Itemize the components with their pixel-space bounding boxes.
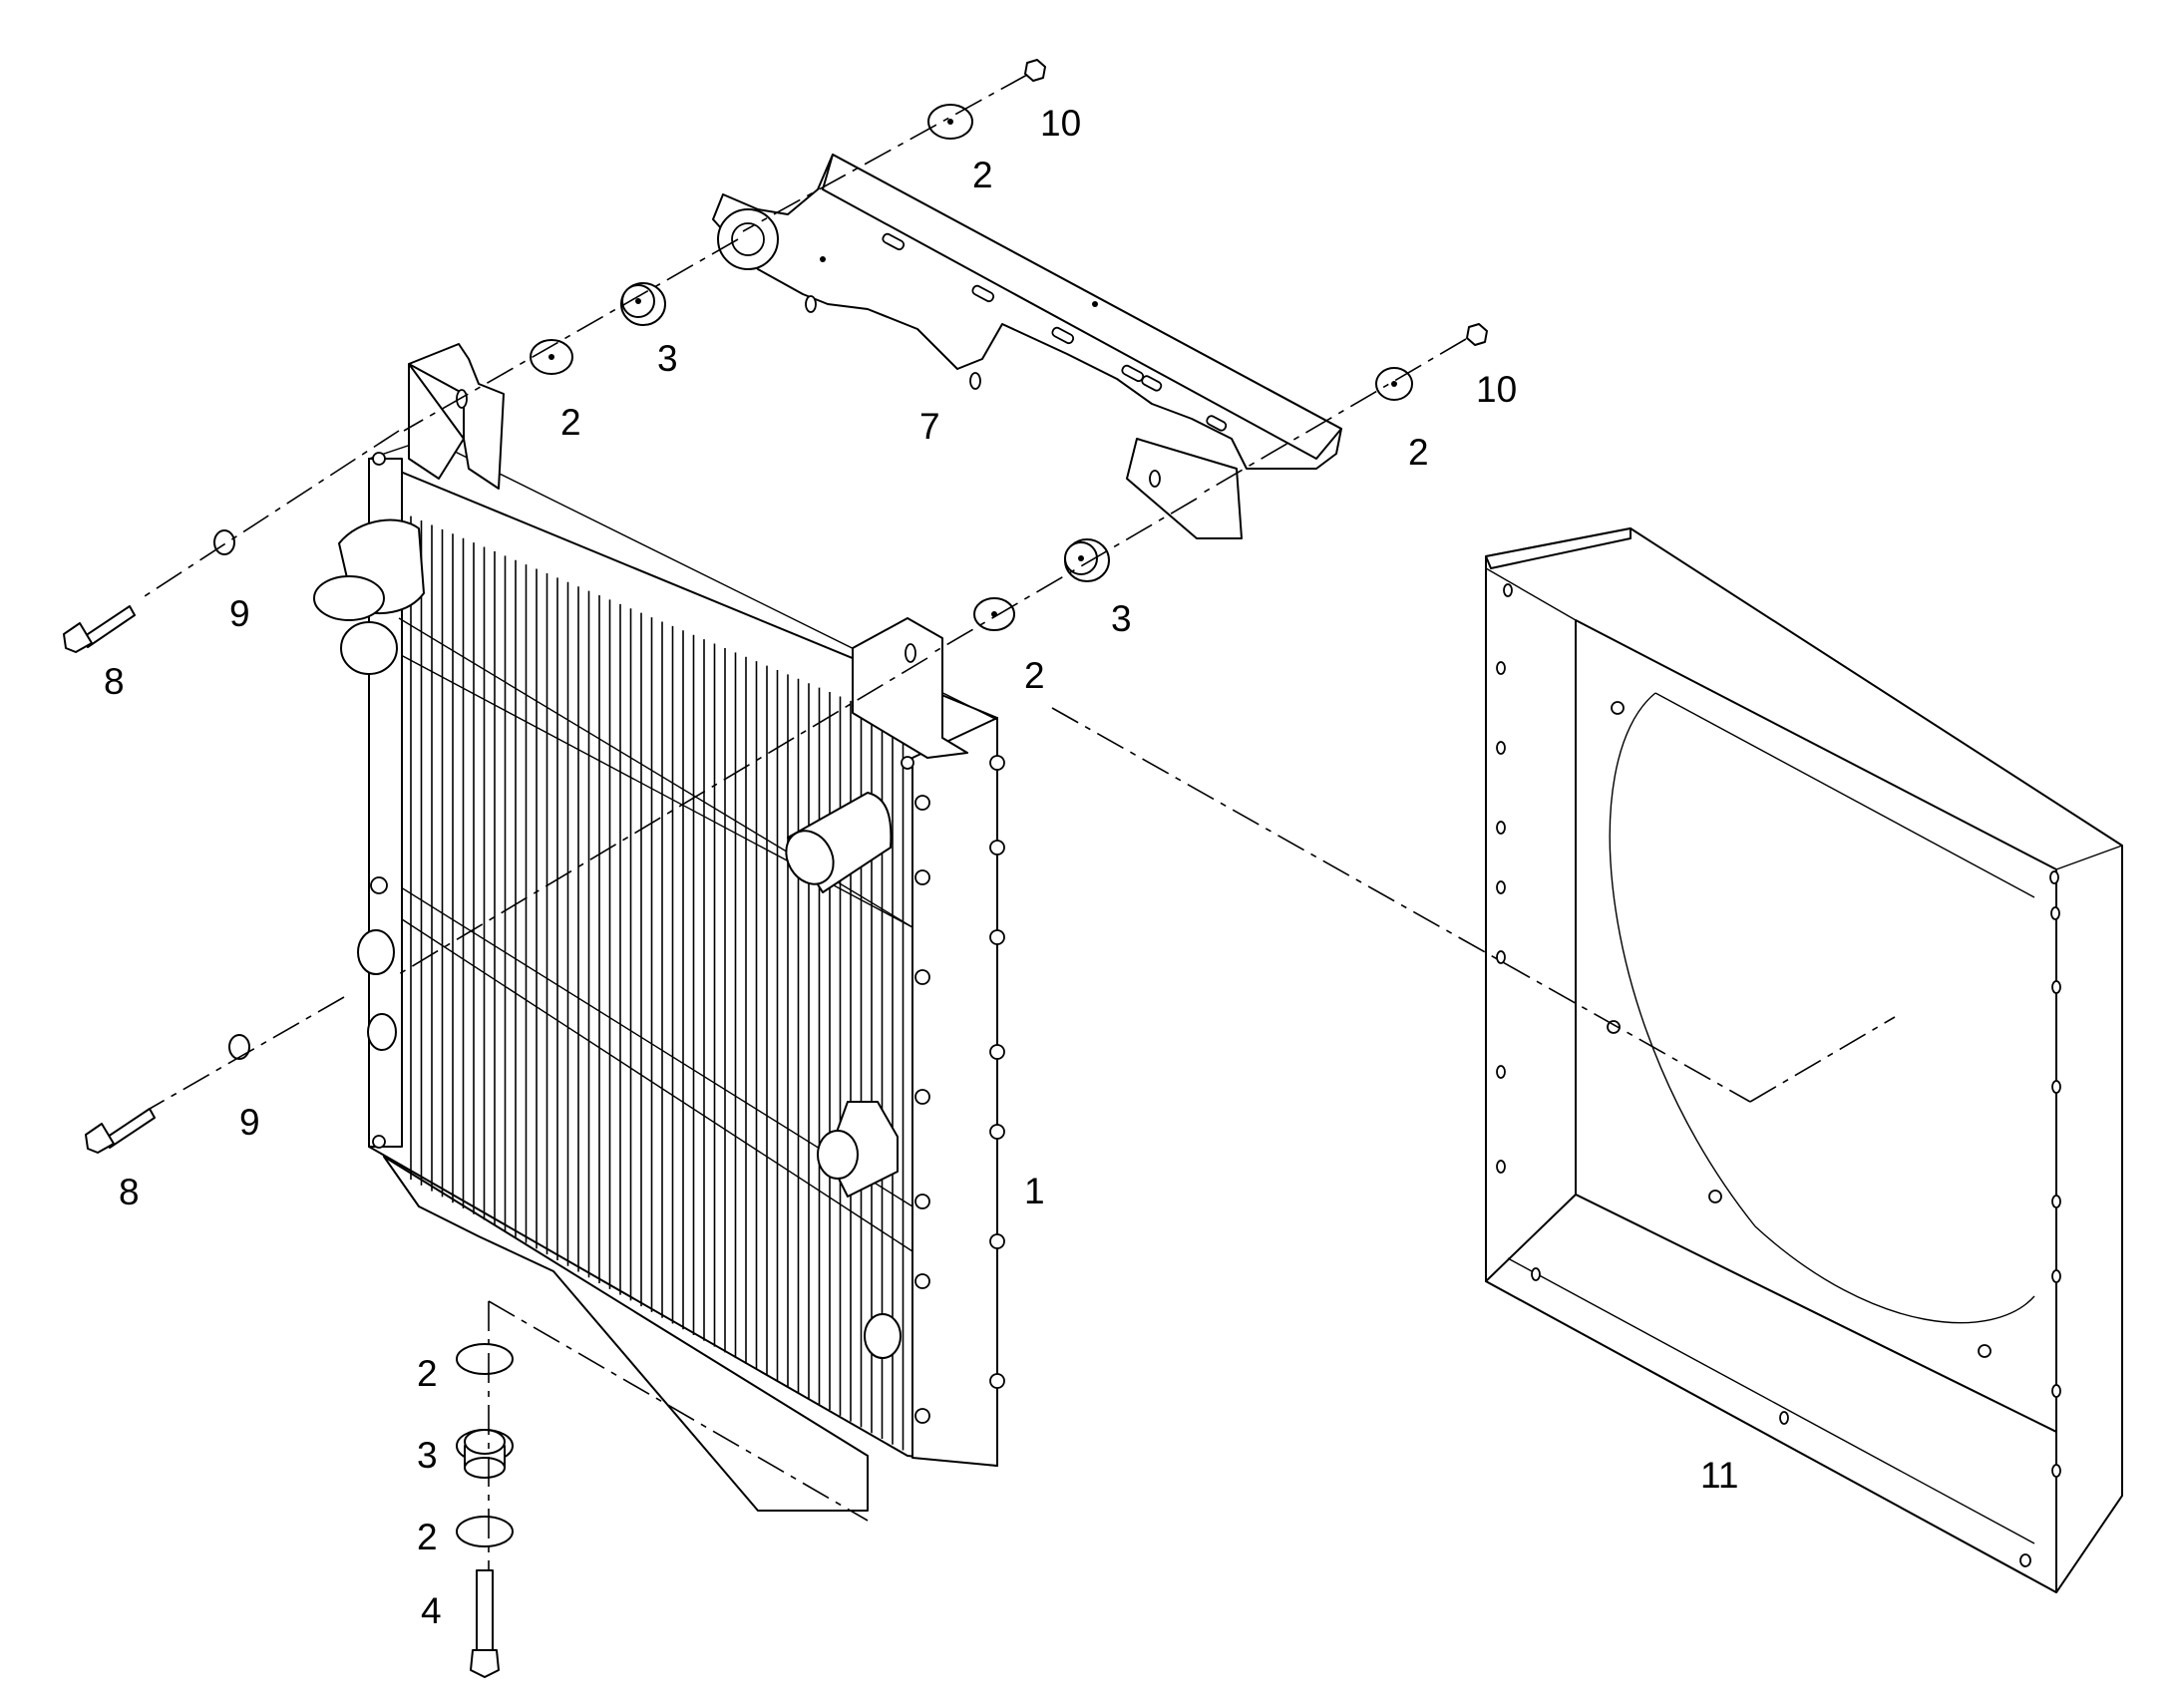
- washer-9-lower: [228, 1034, 250, 1060]
- callout-2: 2: [560, 402, 581, 443]
- callout-2: 2: [1024, 655, 1045, 696]
- callout-9: 9: [239, 1102, 260, 1143]
- fan-shroud: [1485, 527, 2123, 1593]
- side-bolts: [372, 452, 1005, 1424]
- bolt-8-lower: [85, 1108, 156, 1154]
- rubber-mount-right: [1064, 538, 1110, 582]
- callout-10: 10: [1040, 103, 1081, 144]
- callout-2: 2: [417, 1517, 438, 1557]
- callout-8: 8: [104, 661, 125, 702]
- side-port: [357, 876, 397, 1051]
- callout-3: 3: [657, 338, 678, 379]
- bolt-4: [470, 1569, 500, 1678]
- callout-8: 8: [119, 1172, 140, 1212]
- shroud-holes: [1496, 583, 2061, 1567]
- assembly-centerlines: [144, 74, 1896, 1570]
- beam-slots: [805, 232, 1228, 488]
- rubber-mount-bottom: [456, 1429, 514, 1479]
- callout-7: 7: [919, 406, 940, 447]
- washer-9-upper: [213, 529, 235, 555]
- hardware: [63, 59, 1488, 1678]
- callout-9: 9: [229, 593, 250, 634]
- rubber-mount-top: [620, 282, 666, 326]
- nut-right: [1466, 323, 1488, 346]
- callout-4: 4: [421, 1590, 442, 1631]
- upper-outlet-pipe: [785, 792, 893, 893]
- callout-2: 2: [972, 155, 993, 195]
- callout-2: 2: [1408, 432, 1429, 473]
- callout-10: 10: [1476, 369, 1517, 410]
- nut-top: [1024, 59, 1046, 82]
- top-right-bracket: [852, 617, 968, 759]
- callout-labels: 1 2 2 2 2 2 2 3 3 3 4 7 8 8 9 9 10 10 11: [104, 103, 1738, 1631]
- callout-3: 3: [1111, 598, 1132, 639]
- callout-1: 1: [1024, 1171, 1045, 1211]
- bolt-8-upper: [63, 605, 136, 653]
- washer-bottom-low: [456, 1516, 514, 1547]
- callout-11: 11: [1700, 1455, 1738, 1496]
- lower-outlet-pipe: [817, 1101, 899, 1197]
- support-beam: [712, 154, 1342, 539]
- drain-port: [864, 1313, 902, 1359]
- upper-inlet-pipe: [313, 518, 425, 675]
- callout-2: 2: [417, 1353, 438, 1394]
- radiator-core: [313, 343, 1005, 1512]
- top-left-bracket: [408, 343, 505, 490]
- washer-bottom-top: [456, 1343, 514, 1375]
- callout-3: 3: [417, 1435, 438, 1476]
